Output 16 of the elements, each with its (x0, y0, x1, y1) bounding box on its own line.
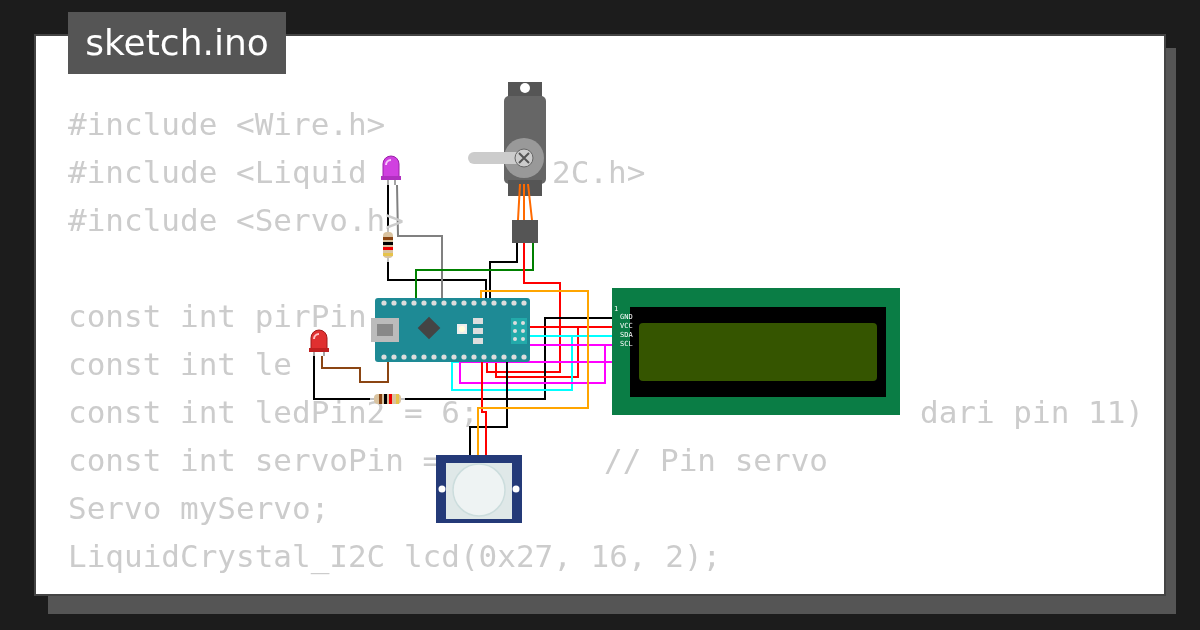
wire (489, 242, 518, 299)
servo-motor-drawing (468, 82, 548, 243)
wire (469, 361, 508, 456)
wire (415, 242, 534, 299)
wire (459, 344, 613, 384)
wire (321, 355, 389, 383)
wire (477, 290, 589, 456)
file-tab: sketch.ino (68, 12, 286, 74)
motion-sensor-drawing (436, 455, 522, 523)
lcd-display (612, 288, 900, 415)
wire (396, 184, 443, 299)
wire (486, 242, 561, 373)
wire (387, 261, 487, 299)
led-drawing (380, 156, 402, 185)
wire (481, 361, 487, 456)
wire (313, 355, 371, 400)
